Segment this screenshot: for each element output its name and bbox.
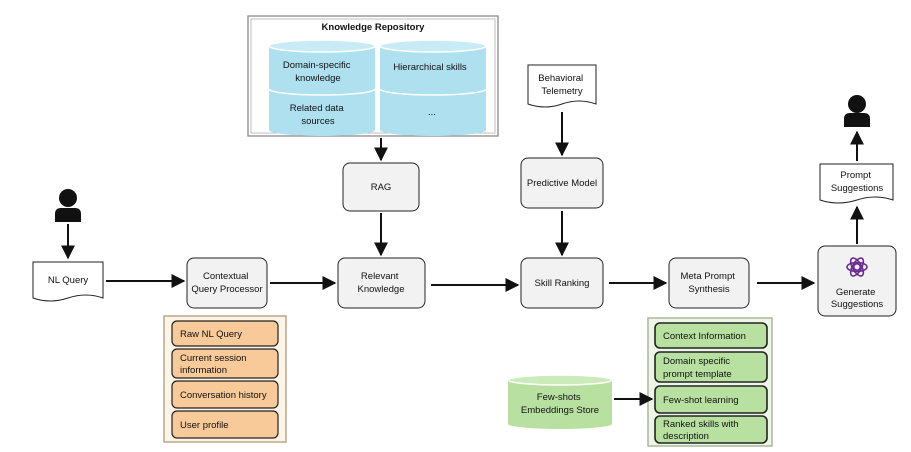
context-item-current-session bbox=[171, 348, 279, 379]
skill-ranking-label: Skill Ranking bbox=[535, 278, 590, 289]
context-inputs-panel: Raw NL Query Current session information… bbox=[163, 315, 287, 443]
repo-item-hierarchical-skills: Hierarchical skills bbox=[393, 62, 467, 73]
component-ranked-skills bbox=[654, 415, 768, 444]
context-item-conversation-history bbox=[171, 380, 279, 409]
knowledge-repository-title: Knowledge Repository bbox=[322, 22, 426, 33]
generate-suggestions-label: Generate Suggestions bbox=[831, 287, 884, 310]
user-icon bbox=[844, 95, 870, 127]
generate-suggestions-node: Generate Suggestions bbox=[817, 245, 897, 317]
component-few-shot-learning bbox=[654, 385, 768, 414]
user-icon bbox=[55, 189, 81, 222]
component-few-shot-learning-label: Few-shot learning bbox=[663, 395, 739, 406]
component-domain-template bbox=[654, 351, 768, 383]
behavioral-telemetry-label: Behavioral Telemetry bbox=[538, 73, 586, 97]
repository-cylinder-right bbox=[379, 39, 487, 136]
prompt-suggestions-document: Prompt Suggestions bbox=[819, 163, 894, 204]
context-item-raw-nl-query bbox=[171, 320, 279, 347]
component-ranked-skills-label: Ranked skills with description bbox=[663, 419, 741, 442]
contextual-query-processor: Contextual Query Processor bbox=[186, 257, 268, 309]
repository-cylinder-left bbox=[268, 39, 376, 136]
prompt-components-panel: Context Information Domain specific prom… bbox=[647, 317, 773, 447]
context-item-user-profile-label: User profile bbox=[180, 420, 229, 431]
relevant-knowledge-label: Relevant Knowledge bbox=[357, 271, 404, 295]
few-shots-embeddings-store: Few-shots Embeddings Store bbox=[507, 374, 613, 429]
context-item-current-session-label: Current session information bbox=[180, 353, 249, 376]
predictive-model-node: Predictive Model bbox=[520, 157, 604, 209]
repo-item-related-data-sources: Related data sources bbox=[290, 103, 347, 127]
component-context-information bbox=[654, 322, 768, 349]
component-domain-template-label: Domain specific prompt template bbox=[663, 356, 733, 380]
rag-label: RAG bbox=[371, 182, 392, 193]
behavioral-telemetry-document: Behavioral Telemetry bbox=[527, 64, 597, 108]
flow-arrows bbox=[61, 112, 864, 406]
meta-prompt-synthesis-node: Meta Prompt Synthesis bbox=[668, 257, 750, 309]
skill-ranking-node: Skill Ranking bbox=[520, 257, 604, 309]
openai-logo-icon bbox=[846, 257, 868, 277]
rag-node: RAG bbox=[342, 162, 420, 212]
few-shots-embeddings-store-label: Few-shots Embeddings Store bbox=[521, 392, 599, 416]
context-item-user-profile bbox=[171, 410, 279, 439]
meta-prompt-synthesis-label: Meta Prompt Synthesis bbox=[680, 271, 737, 295]
component-context-information-label: Context Information bbox=[663, 331, 746, 342]
contextual-query-processor-label: Contextual Query Processor bbox=[191, 271, 262, 295]
context-item-conversation-history-label: Conversation history bbox=[180, 390, 267, 401]
context-item-raw-nl-query-label: Raw NL Query bbox=[180, 329, 242, 340]
nl-query-document: NL Query bbox=[32, 261, 104, 302]
prompt-suggestions-label: Prompt Suggestions bbox=[831, 170, 884, 194]
knowledge-repository: Knowledge Repository Domain-specific kno… bbox=[247, 15, 499, 137]
repo-item-domain-knowledge: Domain-specific knowledge bbox=[283, 60, 353, 84]
nl-query-label: NL Query bbox=[48, 275, 89, 286]
relevant-knowledge-node: Relevant Knowledge bbox=[337, 257, 426, 309]
repo-item-ellipsis: ... bbox=[428, 107, 436, 118]
predictive-model-label: Predictive Model bbox=[527, 178, 597, 189]
